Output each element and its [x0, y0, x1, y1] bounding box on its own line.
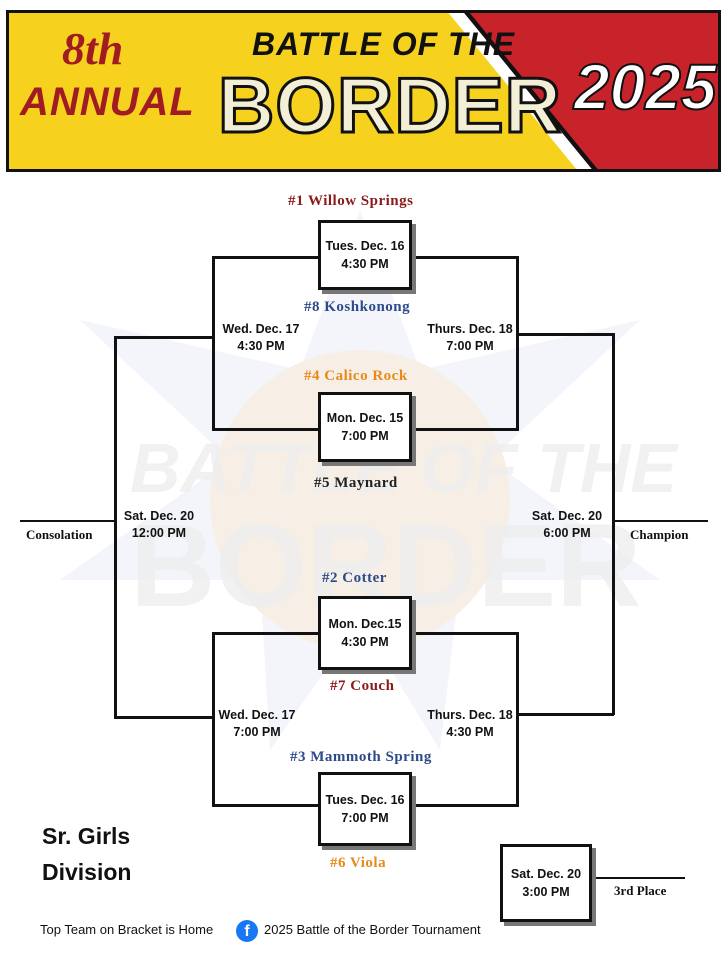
team-8: #8 Koshkonong	[304, 299, 411, 315]
bracket-line	[410, 256, 518, 259]
facebook-icon[interactable]: f	[236, 920, 258, 942]
bracket-line	[516, 632, 519, 807]
bracket-line	[516, 256, 519, 431]
game-day: Sat. Dec. 20	[510, 867, 582, 881]
schedule-wed-top: Wed. Dec. 17 4:30 PM	[222, 322, 300, 353]
division-title: Sr. Girls Division	[42, 823, 132, 885]
team-5: #5 Maynard	[314, 475, 398, 491]
title-top-text: BATTLE OF THE	[252, 26, 516, 62]
bracket-line	[114, 716, 214, 719]
team-3: #3 Mammoth Spring	[290, 749, 432, 765]
schedule-thu-bot: Thurs. Dec. 18 4:30 PM	[427, 708, 513, 739]
team-4: #4 Calico Rock	[304, 368, 408, 384]
watermark-star-icon	[60, 210, 660, 750]
year-text: 2025	[573, 50, 717, 124]
game-day: Tues. Dec. 16	[325, 239, 405, 253]
third-place-label: 3rd Place	[614, 883, 667, 898]
schedule-championship: Sat. Dec. 20 6:00 PM	[531, 509, 603, 540]
bracket-line	[518, 333, 614, 336]
schedule-consolation: Sat. Dec. 20 12:00 PM	[123, 509, 195, 540]
game-time: 4:30 PM	[341, 257, 389, 271]
third-place-line	[592, 877, 685, 879]
bracket-line	[518, 713, 614, 716]
game-box-2: Mon. Dec. 15 7:00 PM	[318, 392, 412, 462]
bracket-line	[212, 632, 320, 635]
bracket-line	[212, 256, 320, 259]
champion-line	[612, 520, 708, 522]
team-6: #6 Viola	[330, 855, 387, 871]
ordinal-text: 8th	[62, 23, 124, 74]
bracket-line	[114, 336, 117, 718]
team-1: #1 Willow Springs	[288, 193, 414, 209]
team-7: #7 Couch	[330, 678, 395, 694]
game-box-3: Mon. Dec.15 4:30 PM	[318, 596, 412, 670]
game-time: 7:00 PM	[341, 429, 389, 443]
team-2: #2 Cotter	[322, 570, 387, 586]
bracket-line	[212, 632, 215, 807]
bracket-line	[212, 256, 215, 431]
title-main-text: BORDER	[216, 61, 563, 149]
game-time: 3:00 PM	[522, 885, 570, 899]
consolation-label: Consolation	[26, 527, 93, 542]
bracket-line	[212, 428, 320, 431]
game-box-4: Tues. Dec. 16 7:00 PM	[318, 772, 412, 846]
bracket-line	[212, 804, 320, 807]
game-time: 4:30 PM	[341, 635, 389, 649]
bracket-line	[410, 632, 518, 635]
game-time: 7:00 PM	[341, 811, 389, 825]
bracket-line	[410, 804, 518, 807]
game-day: Mon. Dec. 15	[326, 411, 404, 425]
bracket-line	[410, 428, 518, 431]
annual-text: ANNUAL	[20, 80, 195, 124]
game-day: Tues. Dec. 16	[325, 793, 405, 807]
bracket-line	[612, 333, 615, 715]
champion-label: Champion	[630, 527, 689, 542]
game-box-third-place: Sat. Dec. 20 3:00 PM	[500, 844, 592, 922]
schedule-thu-top: Thurs. Dec. 18 7:00 PM	[427, 322, 513, 353]
home-team-note: Top Team on Bracket is Home	[40, 922, 214, 937]
bracket-line	[114, 336, 214, 339]
facebook-link[interactable]: 2025 Battle of the Border Tournament	[264, 922, 481, 937]
schedule-wed-bot: Wed. Dec. 17 7:00 PM	[218, 708, 296, 739]
game-day: Mon. Dec.15	[328, 617, 402, 631]
game-box-1: Tues. Dec. 16 4:30 PM	[318, 220, 412, 290]
header-banner	[6, 10, 721, 172]
consolation-line	[20, 520, 116, 522]
